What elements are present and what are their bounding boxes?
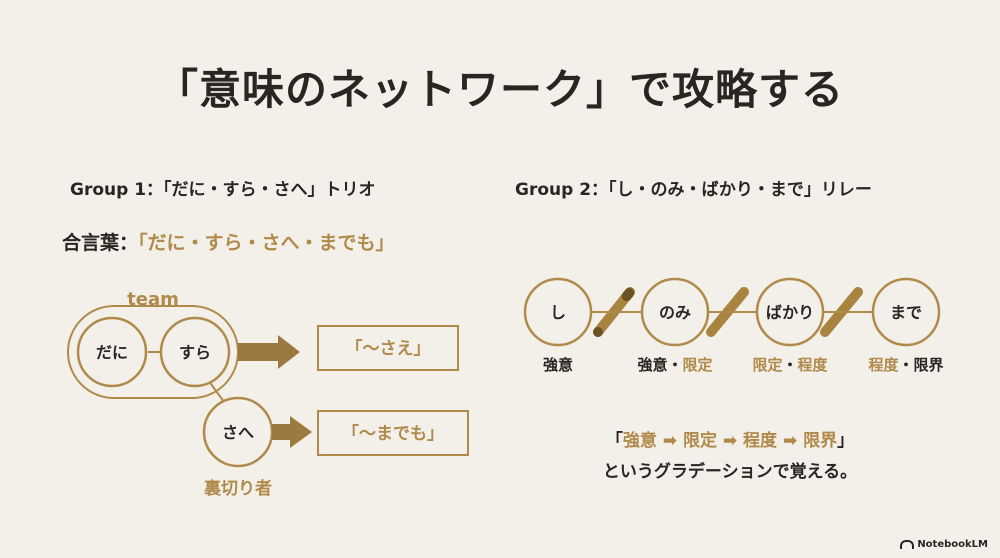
traitor-label: 裏切り者 [203, 478, 272, 499]
summary-step: 程度 [743, 431, 778, 451]
meaning-part: 限定 [752, 356, 783, 374]
summary-open: 「 [605, 431, 623, 451]
motto-open: 「 [138, 232, 148, 254]
arrow-right-icon: ➡ [662, 431, 678, 451]
node-nomi [640, 277, 710, 347]
group1-motto: 合言葉：「だに・すら・さへ・までも」 [62, 228, 395, 255]
node-made-meaning: 程度・限界 [851, 354, 961, 375]
brand-label: NotebookLM [917, 539, 988, 550]
node-sura [159, 316, 231, 388]
node-nomi-label: のみ [659, 303, 691, 322]
node-shi-label: し [550, 303, 566, 322]
node-sura-label: すら [179, 343, 211, 362]
result-box-saeru [317, 325, 459, 371]
meaning-part: 限定 [682, 356, 713, 374]
result-box-saeru-label: 「～さえ」 [346, 338, 431, 359]
node-bakari [755, 277, 825, 347]
meaning-part: 程度 [868, 356, 899, 374]
summary-step: 限定 [682, 431, 717, 451]
meaning-separator: ・ [782, 356, 798, 374]
node-dani [76, 316, 148, 388]
node-bakari-meaning: 限定・程度 [735, 354, 845, 375]
node-nomi-meaning: 強意・限定 [620, 354, 730, 375]
node-made [871, 277, 941, 347]
meaning-separator: ・ [667, 356, 683, 374]
notebooklm-logo-icon [900, 539, 915, 549]
motto-close: 」 [375, 232, 395, 254]
node-dani-label: だに [96, 343, 128, 362]
meaning-part: 程度 [797, 356, 828, 374]
meaning-part: 強意 [637, 356, 668, 374]
meaning-part: 強意 [542, 356, 573, 374]
arrow-to-mademo [272, 416, 312, 448]
summary-step: 強意 [622, 431, 657, 451]
node-sahe-label: さへ [222, 423, 254, 442]
summary-step: 限界 [803, 431, 838, 451]
summary-line-2: というグラデーションで覚える。 [602, 462, 858, 482]
summary-close: 」 [837, 431, 855, 451]
node-bakari-label: ばかり [766, 303, 814, 322]
arrow-right-icon: ➡ [782, 431, 798, 451]
result-box-mademo-label: 「～までも」 [342, 423, 444, 444]
meaning-part: 限界 [913, 356, 944, 374]
result-box-mademo [317, 410, 469, 456]
slide-title: 「意味のネットワーク」で攻略する [155, 65, 844, 114]
group1-heading: Group 1：「だに・すら・さへ」トリオ [70, 180, 376, 200]
arrow-right-icon: ➡ [722, 431, 738, 451]
motto-prefix: 合言葉： [62, 232, 139, 254]
team-label: team [127, 289, 179, 310]
node-shi-meaning: 強意 [520, 354, 596, 375]
motto-body: だに・すら・さへ・までも [147, 232, 376, 254]
summary-line-1: 「強意 ➡ 限定 ➡ 程度 ➡ 限界」 [520, 426, 940, 451]
group2-heading: Group 2：「し・のみ・ばかり・まで」リレー [515, 180, 872, 200]
arrow-to-saeru [238, 335, 300, 369]
node-shi [523, 277, 593, 347]
node-made-label: まで [890, 303, 922, 322]
brand-watermark: NotebookLM [900, 539, 988, 550]
meaning-separator: ・ [898, 356, 914, 374]
